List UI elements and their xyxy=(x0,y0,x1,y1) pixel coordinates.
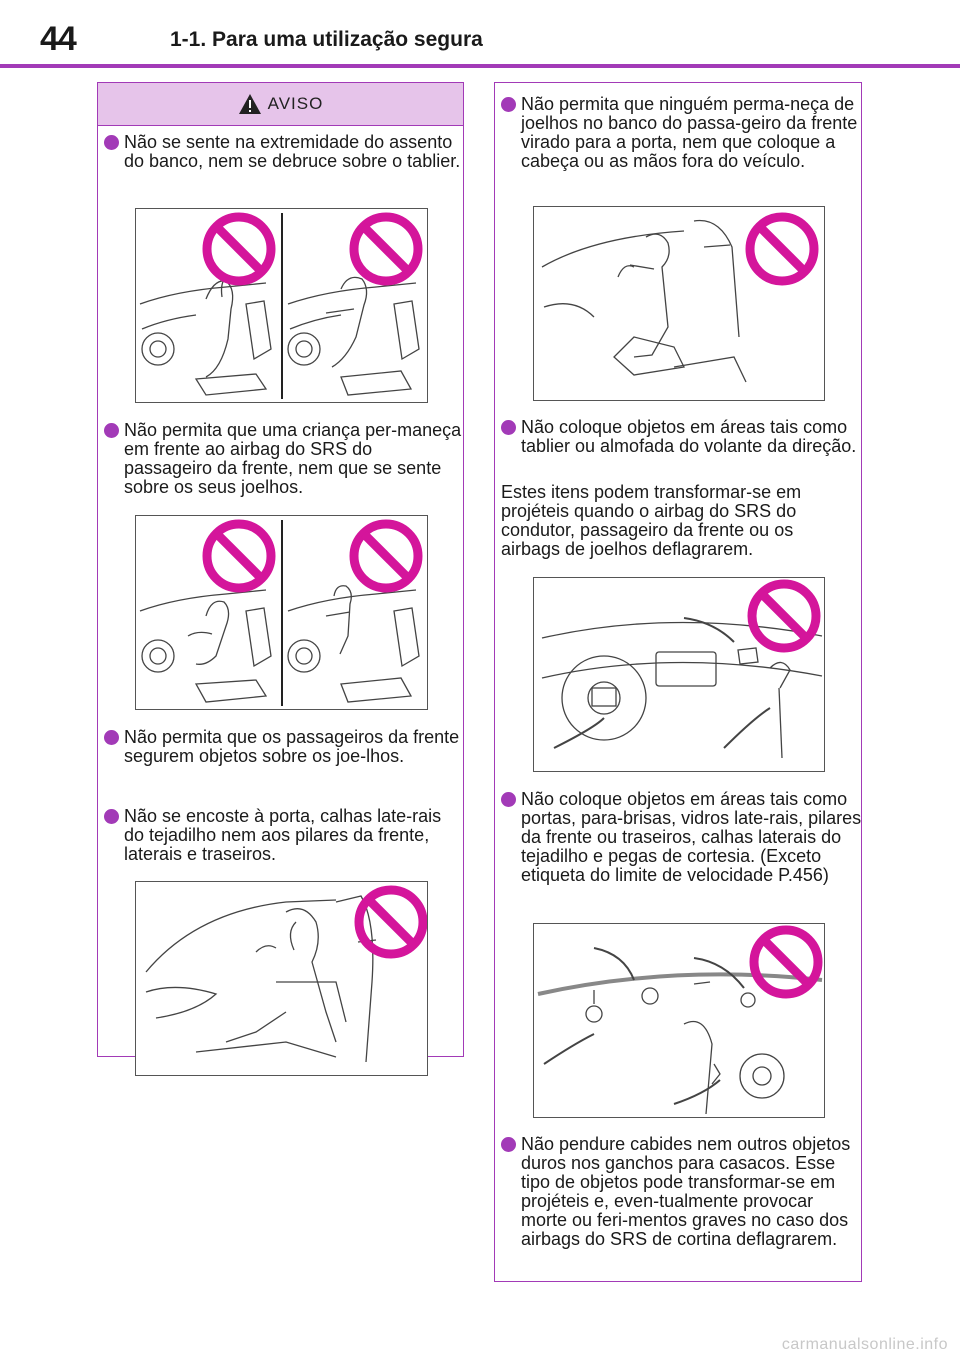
watermark: carmanualsonline.info xyxy=(781,1336,948,1353)
warning-label: AVISO xyxy=(267,94,324,113)
list-item: Não permita que ninguém perma-neça de jo… xyxy=(495,95,863,171)
list-item: Não se sente na extremidade do assento d… xyxy=(98,133,464,171)
warning-header: AVISO xyxy=(98,83,463,126)
illustration-leaning-door xyxy=(145,882,428,1063)
warning-triangle-icon xyxy=(238,94,261,114)
figure-child-front xyxy=(135,515,428,710)
illustration-dashboard xyxy=(541,578,823,759)
bullet-icon xyxy=(104,730,119,745)
illustration-interior xyxy=(537,924,825,1115)
note-paragraph: Estes itens podem transformar-se em proj… xyxy=(501,482,802,559)
warning-box-left: AVISO Não se sente na extremidade do ass… xyxy=(97,82,464,1076)
list-item: Não se encoste à porta, calhas late-rais… xyxy=(98,807,464,864)
bullet-icon xyxy=(104,423,119,438)
figure-seat-edge xyxy=(135,208,428,403)
list-item: Não coloque objetos em áreas tais como p… xyxy=(495,790,863,885)
list-item: Não permita que os passageiros da frente… xyxy=(98,728,464,766)
list-item: Não permita que uma criança per-maneça e… xyxy=(98,421,464,497)
bullet-icon xyxy=(104,809,119,824)
illustration-leaning-forward xyxy=(139,209,428,399)
bullet-icon xyxy=(501,792,516,807)
section-title: 1-1. Para uma utilização segura xyxy=(170,28,483,51)
list-item: Não pendure cabides nem outros objetos d… xyxy=(495,1135,863,1249)
bullet-icon xyxy=(501,97,516,112)
illustration-child-airbag xyxy=(139,516,428,706)
figure-dashboard-objects xyxy=(533,577,825,772)
warning-box-right: Não permita que ninguém perma-neça de jo… xyxy=(494,82,862,1282)
header-rule xyxy=(0,64,960,68)
bullet-icon xyxy=(501,420,516,435)
figure-leaning-door xyxy=(135,881,428,1076)
bullet-icon xyxy=(104,135,119,150)
figure-kneeling-seat xyxy=(533,206,825,401)
list-item: Não coloque objetos em áreas tais como t… xyxy=(495,418,863,456)
bullet-icon xyxy=(501,1137,516,1152)
figure-doors-pillars xyxy=(533,923,825,1118)
page-number: 44 xyxy=(40,20,77,58)
illustration-kneeling-child xyxy=(541,207,825,383)
